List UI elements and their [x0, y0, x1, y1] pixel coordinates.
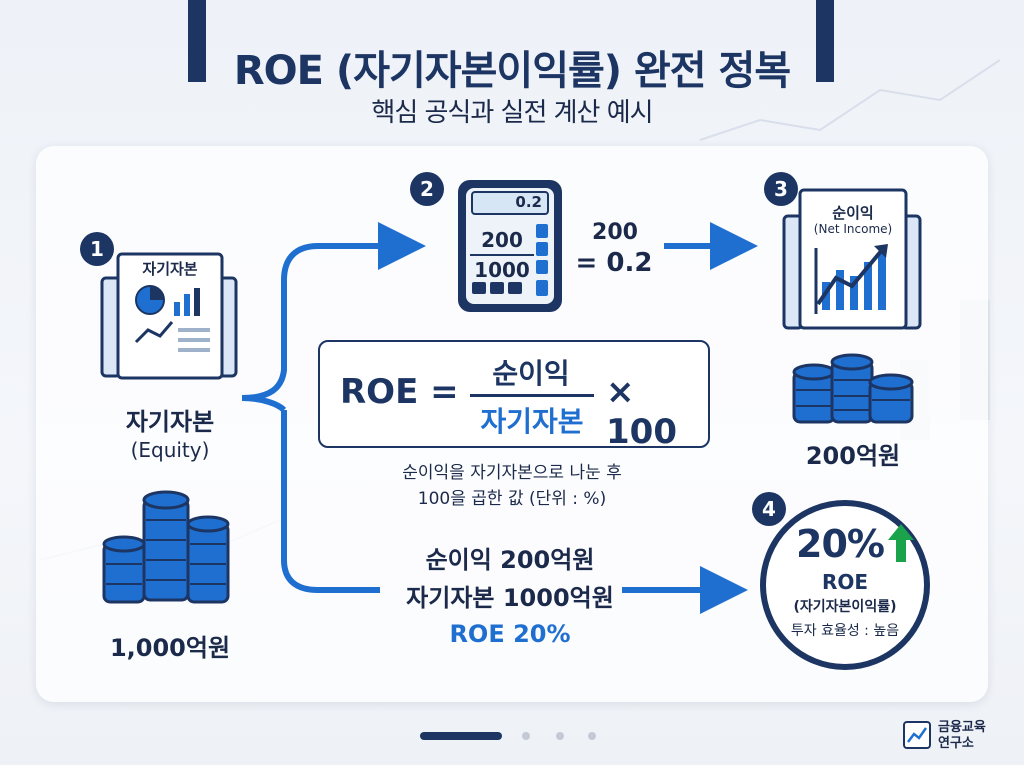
brand-name-line2: 연구소: [938, 736, 974, 751]
calculator-display: 0.2: [515, 193, 542, 211]
equity-document-label: 자기자본: [142, 260, 198, 278]
calculator-denominator: 1000: [474, 258, 530, 282]
formula-numerator: 순이익: [492, 357, 570, 390]
equity-label: 자기자본: [125, 408, 215, 436]
coin-stack-large-icon: [102, 490, 230, 604]
step-3-badge: 3: [764, 172, 798, 206]
step-2-badge: 2: [410, 172, 444, 206]
header-ribbon-left: [188, 0, 206, 82]
formula-multiplier: × 100: [606, 372, 677, 452]
header-ribbon-right: [816, 0, 834, 82]
calculation-result-top: 200: [592, 220, 638, 245]
step-1-badge: 1: [80, 232, 114, 266]
brand-name-line1: 금융교육: [938, 720, 986, 735]
example-roe: ROE 20%: [449, 620, 571, 648]
net-income-document-icon: [782, 188, 922, 330]
net-income-document-sublabel: (Net Income): [813, 222, 893, 236]
step-4-badge: 4: [752, 492, 786, 526]
formula-description-line1: 순이익을 자기자본으로 나눈 후: [402, 463, 622, 483]
pagination-dot-4[interactable]: [588, 732, 596, 740]
arrow-up-icon: [888, 524, 914, 562]
pagination-dot-3[interactable]: [556, 732, 564, 740]
equity-sublabel: (Equity): [130, 438, 210, 462]
equity-document-icon: [100, 252, 238, 380]
brand-logo-icon: [903, 721, 931, 749]
arrow-to-calculator: [241, 222, 426, 401]
calculator-fraction-bar: [470, 254, 534, 256]
roe-formula-box: ROE = 순이익 자기자본 × 100: [318, 340, 710, 452]
investment-efficiency: 투자 효율성 : 높음: [790, 623, 900, 639]
net-income-amount: 200억원: [805, 442, 901, 470]
page-subtitle: 핵심 공식과 실전 계산 예시: [371, 98, 653, 128]
calculator-icon: [458, 180, 562, 312]
coin-stack-small-icon: [792, 353, 914, 424]
pagination-dot-active[interactable]: [420, 732, 502, 740]
example-equity: 자기자본 1000억원: [406, 584, 614, 612]
calculator-numerator: 200: [481, 228, 523, 252]
formula-description-line2: 100을 곱한 값 (단위 : %): [417, 489, 607, 509]
page-title: ROE (자기자본이익률) 완전 정복: [233, 48, 791, 94]
equity-amount: 1,000억원: [109, 634, 231, 662]
roe-result-label: ROE: [821, 570, 869, 594]
pagination-dot-2[interactable]: [522, 732, 530, 740]
roe-percent: 20%: [796, 522, 885, 566]
net-income-document-label: 순이익: [832, 204, 874, 222]
formula-denominator: 자기자본: [480, 405, 584, 438]
arrow-to-example: [281, 410, 380, 593]
calculation-result: = 0.2: [575, 248, 653, 278]
formula-fraction-bar: [470, 394, 594, 397]
roe-result-sublabel: (자기자본이익률): [793, 599, 897, 615]
example-net-income: 순이익 200억원: [425, 546, 595, 574]
brand-name: 금융교육 연구소: [938, 720, 986, 752]
formula-lhs: ROE =: [340, 372, 459, 412]
